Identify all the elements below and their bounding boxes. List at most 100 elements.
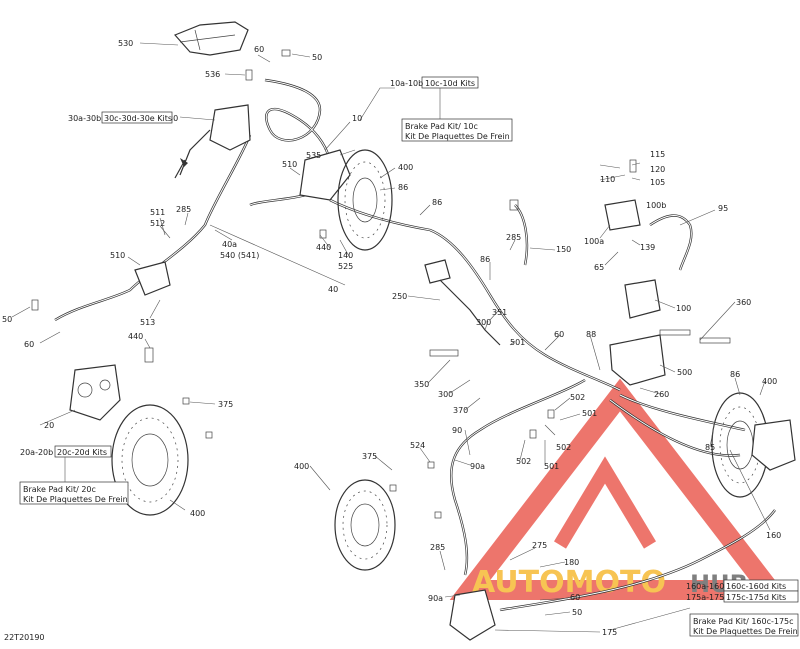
callout-536: 536 <box>205 70 220 79</box>
caliper-160 <box>751 419 796 471</box>
callout-180: 180 <box>564 558 579 567</box>
callout-285-top: 285 <box>176 205 191 214</box>
callout-100b: 100b <box>646 201 666 210</box>
bracket-510 <box>134 261 171 296</box>
callout-175: 175 <box>602 628 617 637</box>
callout-60-left: 60 <box>24 340 34 349</box>
callout-285-bottom: 285 <box>430 543 445 552</box>
callout-100: 100 <box>676 304 691 313</box>
bracket-530 <box>173 21 249 56</box>
callout-86-right: 86 <box>480 255 490 264</box>
pedal-250 <box>424 259 451 284</box>
callout-530: 530 <box>118 39 133 48</box>
kit-160-codes-b2: 175c-175d Kits <box>726 593 786 602</box>
kit-10-codes-a: 10a-10b <box>390 79 423 88</box>
parts <box>31 21 796 641</box>
callout-150: 150 <box>556 245 571 254</box>
master-cylinder-100 <box>624 279 661 319</box>
kit-10-codes-b: 10c-10d Kits <box>425 79 475 88</box>
kit-30-codes-a: 30a-30b <box>68 114 101 123</box>
callout-86-mid: 86 <box>432 198 442 207</box>
callout-50: 50 <box>312 53 322 62</box>
kit-box-30: 30a-30b 30c-30d-30e Kits <box>68 111 173 124</box>
callout-375-left: 375 <box>218 400 233 409</box>
brake-lines <box>54 78 776 612</box>
watermark-brand: AUTOMOTO <box>472 565 666 600</box>
callout-40a: 40a <box>222 240 237 249</box>
callout-30: 30 <box>168 114 178 123</box>
brake-disc-front-right <box>337 149 393 251</box>
diagram-code: 22T20190 <box>4 633 45 642</box>
callout-525: 525 <box>338 262 353 271</box>
caliper-10 <box>299 149 351 201</box>
callout-502-a: 502 <box>570 393 585 402</box>
callout-501-b: 501 <box>582 409 597 418</box>
callout-85: 85 <box>705 443 715 452</box>
callout-510-left: 510 <box>110 251 125 260</box>
kit-20-title: Brake Pad Kit/ 20c <box>23 485 96 494</box>
callout-535: 535 <box>306 151 321 160</box>
callout-511: 511 <box>150 208 165 217</box>
caliper-20 <box>69 364 121 421</box>
callout-120: 120 <box>650 165 665 174</box>
kit-160-codes-b1: 160c-160d Kits <box>726 582 786 591</box>
callout-400-mid: 400 <box>294 462 309 471</box>
callout-60-mid: 60 <box>554 330 564 339</box>
callout-10: 10 <box>352 114 362 123</box>
kit-30-codes-b: 30c-30d-30e Kits <box>104 114 172 123</box>
callout-300-top: 300 <box>476 318 491 327</box>
callout-160: 160 <box>766 531 781 540</box>
reservoir-100a <box>604 199 641 231</box>
caliper-175 <box>449 589 496 641</box>
callout-540: 540 (541) <box>220 251 259 260</box>
callout-labels: 530 60 50 536 30 10 535 510 400 86 86 51… <box>2 39 781 637</box>
kit-box-10: 10a-10b 10c-10d Kits Brake Pad Kit/ 10c … <box>390 76 513 142</box>
callout-275: 275 <box>532 541 547 550</box>
kit-box-160: 160a-160b 160c-160d Kits 175a-175b 175c-… <box>686 579 799 637</box>
callout-351: 351 <box>492 308 507 317</box>
callout-139: 139 <box>640 243 655 252</box>
callout-50-bottom: 50 <box>572 608 582 617</box>
callout-40: 40 <box>328 285 338 294</box>
brake-disc-front-left <box>111 404 189 516</box>
callout-502-b: 502 <box>556 443 571 452</box>
kit-160-codes-a2: 175a-175b <box>686 593 729 602</box>
callout-110: 110 <box>600 175 615 184</box>
leader-lines <box>11 42 771 633</box>
watermark-triangle <box>449 378 791 600</box>
callout-370: 370 <box>453 406 468 415</box>
callout-88: 88 <box>586 330 596 339</box>
callout-375-mid: 375 <box>362 452 377 461</box>
master-cylinder-30 <box>209 104 251 151</box>
callout-513: 513 <box>140 318 155 327</box>
callout-90: 90 <box>452 426 462 435</box>
callout-50-left: 50 <box>2 315 12 324</box>
callout-440-left: 440 <box>128 332 143 341</box>
brake-lever <box>179 129 211 176</box>
callout-440-top: 440 <box>316 243 331 252</box>
watermark-logo: AUTOMOTO HUB <box>449 378 791 600</box>
callout-86-far: 86 <box>730 370 740 379</box>
callout-60-bottom: 60 <box>570 593 580 602</box>
callout-350: 350 <box>414 380 429 389</box>
callout-95: 95 <box>718 204 728 213</box>
callout-300-bottom: 300 <box>438 390 453 399</box>
kit-160-title: Brake Pad Kit/ 160c-175c <box>693 617 794 626</box>
callout-250: 250 <box>392 292 407 301</box>
kit-20-codes-b: 20c-20d Kits <box>57 448 107 457</box>
callout-260: 260 <box>654 390 669 399</box>
callout-360: 360 <box>736 298 751 307</box>
callout-140: 140 <box>338 251 353 260</box>
kit-10-sub: Kit De Plaquettes De Frein <box>405 132 510 141</box>
callout-501-top: 501 <box>510 338 525 347</box>
brake-disc-rear-left <box>334 479 396 571</box>
callout-100a: 100a <box>584 237 604 246</box>
kit-160-codes-a1: 160a-160b <box>686 582 729 591</box>
kit-20-codes-a: 20a-20b <box>20 448 53 457</box>
callout-60: 60 <box>254 45 264 54</box>
callout-90a-bottom: 90a <box>428 594 443 603</box>
bracket-500 <box>609 334 666 386</box>
callout-510-top: 510 <box>282 160 297 169</box>
